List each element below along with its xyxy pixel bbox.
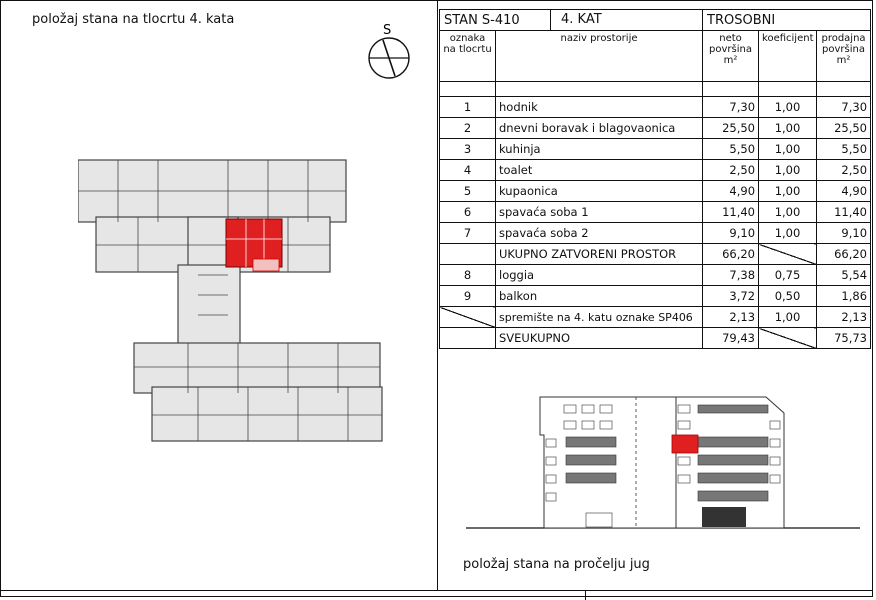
col-mark: oznaka na tlocrtu xyxy=(439,30,496,82)
south-facade-drawing xyxy=(466,396,860,529)
floor-plan-drawing xyxy=(78,159,383,442)
facade-caption: položaj stana na pročelju jug xyxy=(463,557,650,572)
col-name: naziv prostorije xyxy=(494,30,704,82)
apartment-label: STAN S-410 xyxy=(444,12,520,28)
floor-label: 4. KAT xyxy=(550,10,602,30)
bottom-border xyxy=(0,590,873,591)
apartment-cell: STAN S-410 4. KAT xyxy=(438,9,704,31)
grand-total-row: SVEUKUPNO 79,43 75,73 xyxy=(439,327,872,349)
north-arrow-icon: S xyxy=(368,23,410,79)
column-divider xyxy=(437,0,438,590)
facade-apartment-highlight xyxy=(671,434,699,454)
floor-plan-title: položaj stana na tlocrtu 4. kata xyxy=(32,12,235,27)
type-label: TROSOBNI xyxy=(702,9,872,31)
bottom-tick xyxy=(585,590,586,600)
area-table: STAN S-410 4. KAT TROSOBNI oznaka na tlo… xyxy=(438,9,872,349)
col-net: neto površina m² xyxy=(702,30,760,82)
col-sale: prodajna površina m² xyxy=(816,30,872,82)
col-coef: koeficijent xyxy=(758,30,818,82)
storage-row: spremište na 4. katu oznake SP406 2,13 1… xyxy=(439,306,872,328)
closed-total-row: UKUPNO ZATVORENI PROSTOR 66,20 66,20 xyxy=(439,243,872,265)
compass-label: S xyxy=(383,23,391,38)
